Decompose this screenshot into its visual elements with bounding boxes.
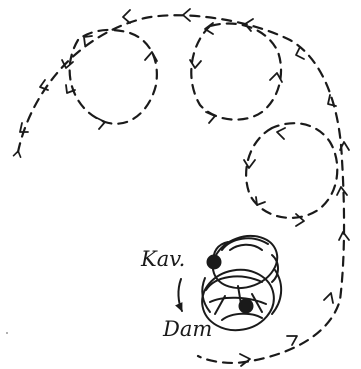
stray-mark <box>6 332 8 334</box>
dance-loop-1 <box>70 30 157 124</box>
loop-1-arrows <box>62 52 157 129</box>
dance-loop-2 <box>191 24 281 120</box>
loop-3-arrows <box>244 128 304 226</box>
movement-arrow-icon <box>178 279 182 311</box>
label-kav: Kav. <box>140 247 185 271</box>
loop-2-arrows <box>190 23 282 123</box>
label-dam: Dam <box>162 317 212 341</box>
